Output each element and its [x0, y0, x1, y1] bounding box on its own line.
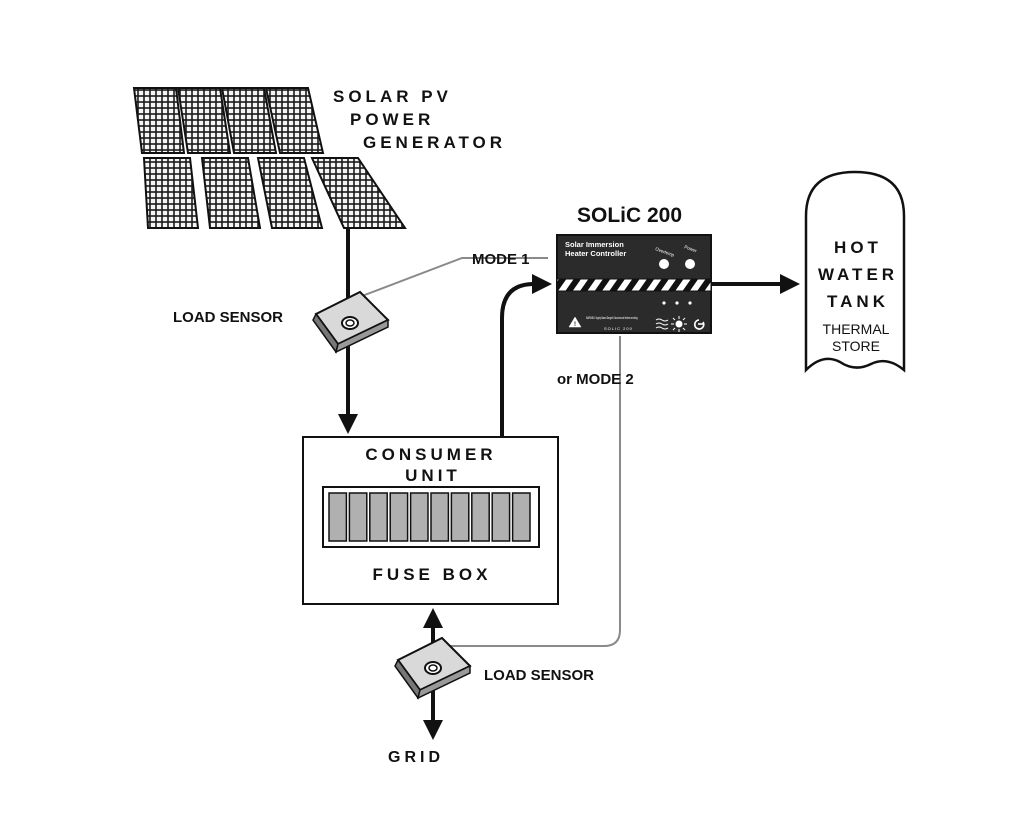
solar-panel — [264, 87, 325, 154]
load-sensor-bottom-label: LOAD SENSOR — [484, 667, 594, 684]
fuse — [450, 492, 470, 542]
load-sensor-bottom-icon — [394, 636, 472, 700]
indicator-dot-icon — [688, 301, 692, 305]
fuse — [491, 492, 511, 542]
solar-label-line1: SOLAR PV — [333, 87, 452, 106]
controller-title: SOLiC 200 — [577, 204, 682, 227]
consumer-to-controller-arrow — [500, 274, 552, 436]
led1-label: Overtemp — [655, 246, 676, 258]
fuse — [389, 492, 409, 542]
consumer-unit-line2: UNIT — [405, 466, 461, 485]
solar-panel — [256, 157, 324, 229]
tank-label-line4: THERMAL — [823, 321, 890, 337]
tank-label-line5: STORE — [832, 338, 880, 354]
mode1-sensor-wire — [361, 257, 548, 297]
indicator-dot-icon — [675, 301, 679, 305]
mode1-label: MODE 1 — [472, 251, 530, 268]
fuse — [430, 492, 450, 542]
fuse — [409, 492, 429, 542]
grid-label: GRID — [388, 749, 444, 766]
hot-water-tank — [804, 170, 906, 374]
solar-panel-array — [132, 87, 407, 229]
fuse — [511, 492, 531, 542]
fuse — [348, 492, 368, 542]
solar-panel — [176, 87, 232, 154]
load-sensor-top-label: LOAD SENSOR — [173, 309, 283, 326]
fuse — [369, 492, 388, 542]
sun-icon — [671, 316, 687, 332]
warning-triangle-icon — [568, 316, 582, 328]
mode2-label: or MODE 2 — [557, 371, 634, 388]
controller-label-line2: Heater Controller — [565, 249, 626, 258]
tank-label-line3: TANK — [827, 292, 889, 311]
tank-label-line1: HOT — [834, 238, 882, 257]
controller-label-line1: Solar Immersion — [565, 240, 624, 249]
mode2-sensor-wire — [448, 336, 621, 647]
solar-label-line2: POWER — [350, 110, 434, 129]
consumer-unit-line1: CONSUMER — [365, 445, 496, 464]
fuse-row — [322, 486, 540, 548]
controller-model-text: SOLIC 200 — [604, 326, 633, 331]
fuse — [471, 492, 490, 542]
power-plug-icon — [693, 319, 705, 330]
power-led-icon — [685, 259, 695, 269]
solar-panel — [310, 157, 407, 229]
solar-panel — [142, 157, 200, 229]
overtemp-led-icon — [659, 259, 669, 269]
led2-label: Power — [684, 244, 698, 253]
solar-panel — [132, 87, 186, 154]
solar-panel — [220, 87, 278, 154]
fuse-box-label: FUSE BOX — [373, 565, 492, 584]
solar-panel — [200, 157, 262, 229]
solar-label-line3: GENERATOR — [363, 133, 506, 152]
water-waves-icon — [655, 318, 669, 330]
warning-text: WARNING: Supply Based Danger! Disconnect… — [586, 316, 638, 320]
indicator-dot-icon — [662, 301, 666, 305]
tank-label-line2: WATER — [818, 265, 898, 284]
svg-text:!: ! — [574, 322, 576, 328]
solic-controller: Solar Immersion Heater Controller Overte… — [556, 234, 712, 334]
fuse — [328, 492, 348, 542]
load-sensor-top-icon — [312, 290, 390, 354]
